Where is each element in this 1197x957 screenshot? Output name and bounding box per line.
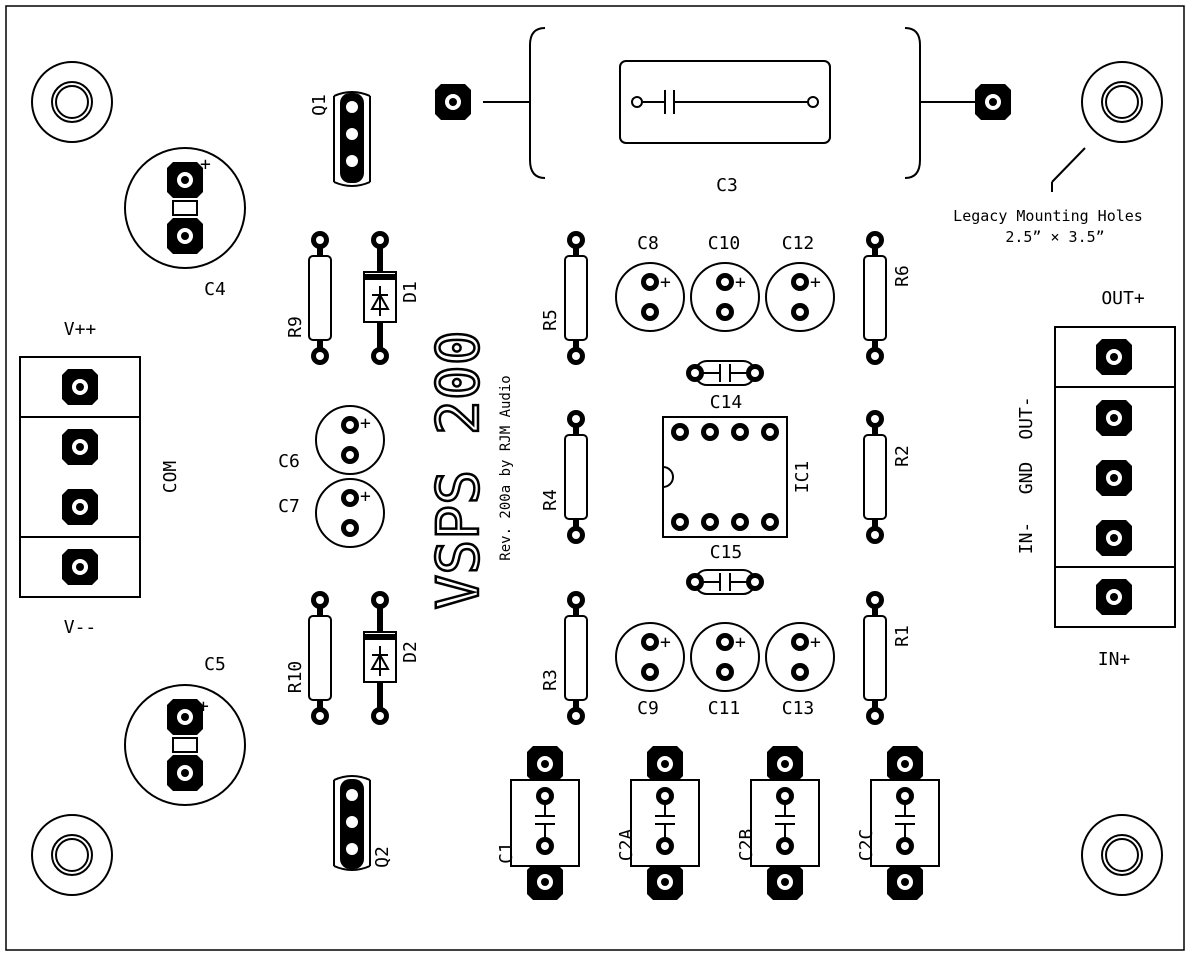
mounting-hole-top-right bbox=[1081, 61, 1163, 143]
r10-resistor bbox=[309, 591, 331, 725]
r4-resistor bbox=[565, 410, 587, 544]
c11-capacitor bbox=[691, 623, 759, 691]
board-revision: Rev. 200a by RJM Audio bbox=[498, 375, 514, 560]
q1-label: Q1 bbox=[309, 94, 330, 116]
r2-resistor bbox=[864, 410, 886, 544]
out-plus-label: OUT+ bbox=[1101, 288, 1145, 309]
r3-resistor bbox=[565, 591, 587, 725]
c12-label: C12 bbox=[782, 233, 815, 254]
c12-plus: + bbox=[810, 272, 821, 293]
power-terminal-block bbox=[19, 356, 141, 598]
c8-capacitor bbox=[616, 263, 684, 331]
c2c-label: C2C bbox=[856, 829, 877, 862]
q2-label: Q2 bbox=[372, 846, 393, 868]
r2-label: R2 bbox=[892, 445, 913, 467]
c2c-capacitor bbox=[871, 746, 939, 900]
c1-label: C1 bbox=[496, 842, 517, 864]
c8-plus: + bbox=[660, 272, 671, 293]
mounting-hole-bottom-right bbox=[1081, 814, 1163, 896]
ic1-chip bbox=[662, 416, 788, 538]
c4-label: C4 bbox=[204, 279, 226, 300]
mounting-note-line2: 2.5” × 3.5” bbox=[1005, 228, 1104, 246]
c15-label: C15 bbox=[710, 542, 743, 563]
c10-capacitor bbox=[691, 263, 759, 331]
r3-label: R3 bbox=[540, 669, 561, 691]
signal-terminal-block bbox=[1054, 326, 1176, 628]
r9-label: R9 bbox=[285, 316, 306, 338]
in-minus-label: IN- bbox=[1016, 522, 1037, 555]
r1-resistor bbox=[864, 591, 886, 725]
c8-label: C8 bbox=[637, 233, 659, 254]
q2-transistor bbox=[333, 775, 371, 871]
c5-capacitor bbox=[124, 684, 246, 806]
board-title: VSPS 200 bbox=[424, 330, 492, 609]
vpp-label: V++ bbox=[64, 319, 97, 340]
c11-label: C11 bbox=[708, 698, 741, 719]
r1-label: R1 bbox=[892, 625, 913, 647]
vmm-label: V-- bbox=[64, 617, 97, 638]
c2b-label: C2B bbox=[736, 829, 757, 862]
r5-label: R5 bbox=[540, 309, 561, 331]
r5-resistor bbox=[565, 231, 587, 365]
mounting-note-line1: Legacy Mounting Holes bbox=[953, 207, 1143, 225]
d1-diode bbox=[363, 231, 397, 365]
d2-diode bbox=[363, 591, 397, 725]
c10-label: C10 bbox=[708, 233, 741, 254]
mounting-hole-top-left bbox=[31, 61, 113, 143]
c4-capacitor bbox=[124, 147, 246, 269]
c2b-capacitor bbox=[751, 746, 819, 900]
c14-label: C14 bbox=[710, 392, 743, 413]
c11-plus: + bbox=[735, 632, 746, 653]
c13-label: C13 bbox=[782, 698, 815, 719]
c1-capacitor bbox=[511, 746, 579, 900]
r6-label: R6 bbox=[892, 265, 913, 287]
gnd-label: GND bbox=[1016, 462, 1037, 495]
c3-label: C3 bbox=[716, 175, 738, 196]
c5-plus: + bbox=[198, 696, 209, 717]
c6-label: C6 bbox=[278, 451, 300, 472]
c13-capacitor bbox=[766, 623, 834, 691]
c2a-label: C2A bbox=[616, 829, 637, 862]
r4-label: R4 bbox=[540, 489, 561, 511]
c6-plus: + bbox=[360, 413, 371, 434]
c7-plus: + bbox=[360, 486, 371, 507]
c6-capacitor bbox=[316, 406, 384, 474]
d2-label: D2 bbox=[400, 641, 421, 663]
c9-capacitor bbox=[616, 623, 684, 691]
c12-capacitor bbox=[766, 263, 834, 331]
c9-plus: + bbox=[660, 632, 671, 653]
mounting-note-leader bbox=[1051, 147, 1086, 183]
c2a-capacitor bbox=[631, 746, 699, 900]
ic1-label: IC1 bbox=[792, 461, 813, 494]
c5-label: C5 bbox=[204, 654, 226, 675]
r10-label: R10 bbox=[285, 661, 306, 694]
c9-label: C9 bbox=[637, 698, 659, 719]
r6-resistor bbox=[864, 231, 886, 365]
c10-plus: + bbox=[735, 272, 746, 293]
d1-label: D1 bbox=[400, 281, 421, 303]
com-label: COM bbox=[160, 461, 181, 494]
c15-capacitor bbox=[686, 570, 764, 594]
c7-label: C7 bbox=[278, 496, 300, 517]
out-minus-label: OUT- bbox=[1016, 396, 1037, 439]
mounting-hole-bottom-left bbox=[31, 814, 113, 896]
c14-capacitor bbox=[686, 361, 764, 385]
c13-plus: + bbox=[810, 632, 821, 653]
r9-resistor bbox=[309, 231, 331, 365]
board-outline bbox=[5, 5, 1185, 951]
q1-transistor bbox=[333, 91, 371, 187]
in-plus-label: IN+ bbox=[1098, 649, 1131, 670]
c4-plus: + bbox=[200, 154, 211, 175]
c3-capacitor bbox=[435, 27, 1011, 179]
c7-capacitor bbox=[316, 479, 384, 547]
